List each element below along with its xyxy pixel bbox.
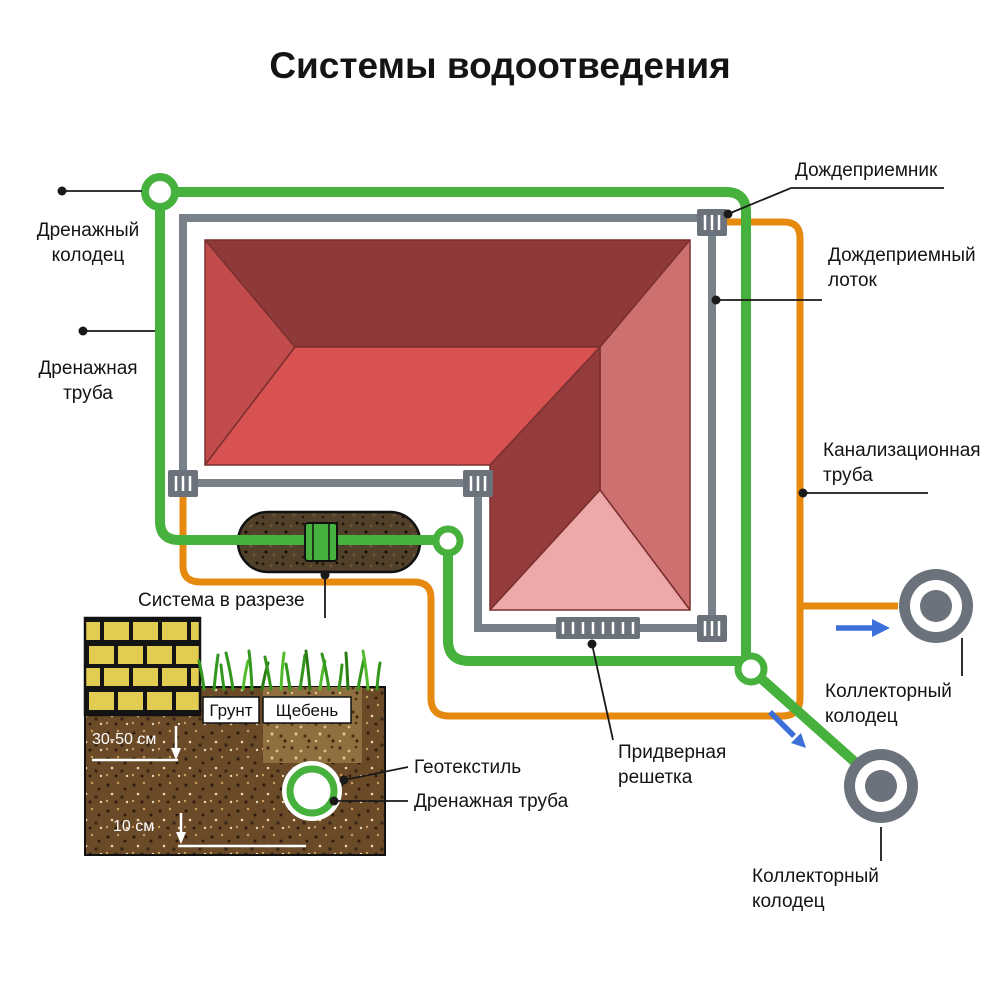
depth-measurement-top: 30-50 см — [92, 726, 181, 762]
label-rain-inlet: Дождеприемник — [795, 160, 938, 181]
label-drainage-pipe-line1: Дренажная — [38, 358, 137, 379]
label-drainage-well-line1: Дренажный — [37, 220, 140, 241]
drainage-pipe-network — [155, 187, 860, 767]
rain-inlet-box-top-right — [697, 209, 727, 236]
label-sewer-pipe-line2: труба — [823, 465, 873, 486]
label-drainage-pipe-line2: труба — [63, 383, 113, 404]
leader-dot-door-grate — [587, 639, 597, 649]
collector-well-bottom — [844, 749, 918, 823]
rain-inlet-box-bottom-right — [697, 615, 727, 642]
rain-inlet-box-left — [168, 470, 198, 497]
leader-dot-drainage-pipe-section — [329, 796, 339, 806]
drainage-pipe-to-collector — [751, 669, 860, 767]
label-cross-section-title: Система в разрезе — [138, 590, 305, 611]
leader-dot-cross-section — [320, 570, 330, 580]
depth-measurement-bottom: 10 см — [113, 813, 306, 848]
label-sewer-pipe-line1: Канализационная — [823, 440, 981, 461]
flow-arrow-diagonal — [768, 710, 806, 748]
leader-dot-geotextile — [339, 775, 349, 785]
label-collector-bottom-line2: колодец — [752, 891, 825, 912]
gravel-label: Щебень — [276, 701, 339, 720]
leader-dot-sewer-pipe — [798, 488, 808, 498]
drainage-well-junction — [141, 173, 179, 211]
label-collector-top-line2: колодец — [825, 706, 898, 727]
depth-bottom-label: 10 см — [113, 818, 154, 835]
label-drainage-pipe-section: Дренажная труба — [414, 791, 569, 812]
collector-well-top — [899, 569, 973, 643]
label-collector-bottom-line1: Коллекторный — [752, 866, 879, 887]
label-drainage-well-line2: колодец — [52, 245, 125, 266]
rain-inlet-box-inner-corner — [463, 470, 493, 497]
leader-dot-drainage-pipe — [78, 326, 88, 336]
section-drain-pipe — [282, 761, 342, 821]
label-door-grate-line1: Придверная — [618, 742, 726, 763]
annotations: Дождеприемник Дренажный колодец Дренажна… — [37, 160, 981, 912]
leader-door-grate — [591, 643, 614, 741]
grass — [197, 649, 382, 691]
sewer-pipe-main — [179, 218, 804, 720]
leader-dot-rain-tray — [711, 295, 721, 305]
drainage-pipe-top-right — [168, 187, 751, 660]
page-title: Системы водоотведения — [269, 45, 730, 86]
pipe-junction-middle — [432, 525, 464, 557]
flow-arrow-right — [836, 619, 890, 637]
septic-pipe-coupling — [304, 522, 338, 562]
soil-label: Грунт — [209, 701, 252, 720]
label-geotextile: Геотекстиль — [414, 757, 521, 778]
gravel-label-box: Щебень — [262, 696, 352, 724]
door-grate — [556, 617, 640, 639]
label-rain-tray-line1: Дождеприемный — [828, 245, 976, 266]
leader-rain-inlet — [727, 187, 944, 215]
leader-dot-drainage-well — [57, 186, 67, 196]
sewer-pipe-network — [179, 218, 898, 720]
house-roof — [204, 239, 691, 611]
cross-section-inset: Грунт Щебень 30-50 см 10 см — [83, 616, 386, 856]
soil-label-box: Грунт — [202, 696, 260, 724]
roof-wing-hip — [489, 489, 691, 611]
pipe-junction-bottom-right — [734, 652, 768, 686]
depth-top-label: 30-50 см — [92, 731, 156, 748]
label-door-grate-line2: решетка — [618, 767, 693, 788]
drainage-pipe-bottom — [443, 548, 748, 666]
label-collector-top-line1: Коллекторный — [825, 681, 952, 702]
leader-dot-rain-inlet — [723, 209, 733, 219]
brick-wall — [83, 616, 202, 717]
label-rain-tray-line2: лоток — [828, 270, 878, 291]
drainage-pipe-left — [155, 200, 444, 545]
leader-geotextile — [343, 766, 409, 781]
